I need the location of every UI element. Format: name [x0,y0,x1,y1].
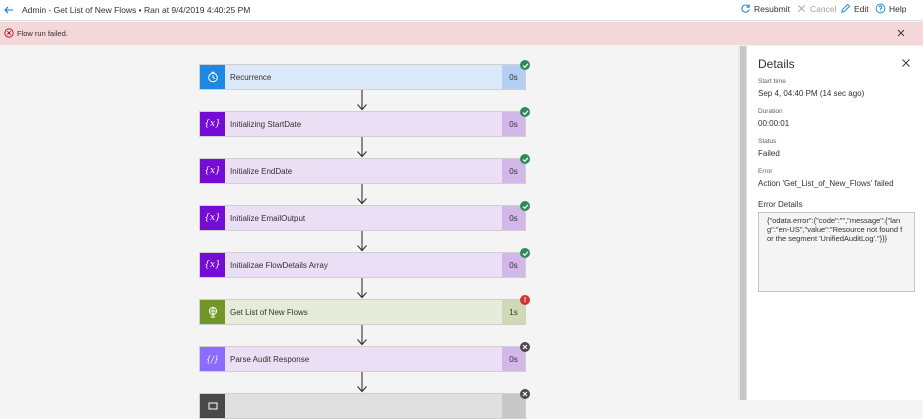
cancel-label: Cancel [810,3,837,14]
error-details-box[interactable]: {"odata.error":{"code":"","message":{"la… [758,212,915,292]
flow-step[interactable]: {x} Initialize EndDate 0s [199,154,530,184]
page-title: Admin - Get List of New Flows • Ran at 9… [22,5,251,15]
flow-step-duration: 0s [502,347,525,371]
connector-arrow-icon [357,184,367,205]
variable-icon: {x} [200,206,225,230]
flow-step-duration: 0s [502,206,525,230]
status-succeeded-icon [520,201,530,211]
details-panel: Details Start time Sep 4, 04:40 PM (14 s… [746,46,923,400]
help-icon [875,3,886,14]
error-value: Action 'Get_List_of_New_Flows' failed [758,179,894,188]
cancel-button[interactable]: Cancel [796,3,836,14]
flow-step-duration: 1s [502,300,525,324]
resubmit-label: Resubmit [754,3,790,14]
connector-arrow-icon [357,325,367,346]
status-skipped-icon [520,389,530,399]
resubmit-button[interactable]: Resubmit [740,3,790,14]
pencil-icon [841,3,851,13]
flow-step-duration: 0s [502,65,525,89]
error-banner: Flow run failed. [0,22,923,45]
flow-step[interactable]: Recurrence 0s [199,60,530,90]
variable-icon: {x} [200,112,225,136]
banner-close-icon[interactable] [896,28,906,38]
start-time-value: Sep 4, 04:40 PM (14 sec ago) [758,89,865,98]
variable-icon: {x} [200,253,225,277]
globe-icon [200,300,225,324]
flow-step-name: Recurrence [230,72,272,82]
action-icon [200,394,225,418]
duration-label: Duration [758,108,783,115]
error-label: Error [758,168,773,175]
connector-arrow-icon [357,372,367,393]
flow-step[interactable]: {x} Initializing StartDate 0s [199,107,530,137]
status-succeeded-icon [520,248,530,258]
status-succeeded-icon [520,107,530,117]
status-failed-icon: ! [520,295,530,305]
edit-button[interactable]: Edit [840,3,869,14]
close-icon [797,4,806,13]
flow-step-name: Initialize EndDate [230,166,293,176]
flow-step-name: Parse Audit Response [230,354,310,364]
status-succeeded-icon [520,60,530,70]
help-button[interactable]: Help [875,3,906,14]
flow-step-duration: 0s [502,159,525,183]
duration-value: 00:00:01 [758,119,790,128]
command-bar: Admin - Get List of New Flows • Ran at 9… [0,0,923,21]
flow-step-name: Initializae FlowDetails Array [230,260,328,270]
connector-arrow-icon [357,90,367,111]
resubmit-icon [741,4,750,13]
error-details-label: Error Details [758,200,803,209]
status-succeeded-icon [520,154,530,164]
clock-icon [200,65,225,89]
back-arrow-icon[interactable] [3,4,15,16]
flow-step-name: Initialize EmailOutput [230,213,306,223]
flow-step[interactable]: Get List of New Flows 1s! [199,295,530,325]
status-label: Status [758,138,777,145]
variable-icon: {x} [200,159,225,183]
parse-icon: {/} [200,347,225,371]
banner-message: Flow run failed. [17,29,68,38]
status-value: Failed [758,149,780,158]
connector-arrow-icon [357,278,367,299]
help-label: Help [889,3,907,14]
flow-step-duration: 0s [502,253,525,277]
status-skipped-icon [520,342,530,352]
canvas-scrollbar-thumb[interactable] [740,46,746,400]
details-title: Details [758,57,795,71]
edit-label: Edit [854,3,869,14]
flow-step-name: Get List of New Flows [230,307,308,317]
details-close-icon[interactable] [901,58,911,68]
flow-step-duration: 0s [502,112,525,136]
start-time-label: Start time [758,78,786,85]
flow-step[interactable]: {/} Parse Audit Response 0s [199,342,530,372]
flow-step[interactable]: {x} Initialize EmailOutput 0s [199,201,530,231]
error-circle-icon [4,28,14,38]
connector-arrow-icon [357,137,367,158]
flow-step[interactable] [199,389,530,419]
flow-step-name: Initializing StartDate [230,119,302,129]
flow-step[interactable]: {x} Initializae FlowDetails Array 0s [199,248,530,278]
connector-arrow-icon [357,231,367,252]
